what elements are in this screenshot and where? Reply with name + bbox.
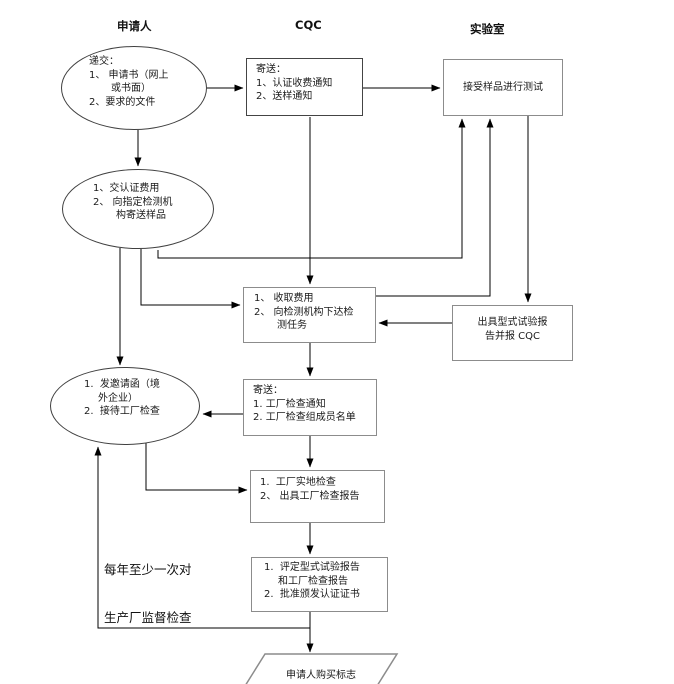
text-line: 寄送： [253,385,283,396]
text-line: 1、认证收费通知 [256,77,333,89]
buy-mark-parallelogram [245,653,399,684]
text-line: 2、送样通知 [256,91,313,102]
text-line: 1、 收取费用 [254,293,314,304]
node-factory-inspection: 1. 工厂实地检查 2、 出具工厂检查报告 [250,470,385,523]
text-line: 寄送： [256,64,286,75]
node-type-test-report: 出具型式试验报 告并报 CQC [452,305,573,361]
text-line: 递交： [89,56,119,67]
node-pay-fee: 1、交认证费用 2、 向指定检测机 构寄送样品 [62,169,214,249]
text-line: 或书面） [111,83,151,94]
surveillance-annotation: 每年至少一次对 生产厂监督检查 [104,530,192,642]
text-line: 生产厂监督检查 [104,610,192,625]
connector-payfee-to-lab [157,118,466,259]
text-line: 每年至少一次对 [104,562,192,577]
header-lab: 实验室 [470,22,505,36]
node-evaluate-grant: 1. 评定型式试验报告 和工厂检查报告 2. 批准颁发认证证书 [251,557,388,612]
text-line: 测任务 [277,320,307,331]
node-invite-inspection: 1. 发邀请函（境 外企业） 2. 接待工厂检查 [50,367,200,445]
connector-payfee-to-collectfee [140,249,241,309]
node-cqc-send-notice: 寄送： 1、认证收费通知 2、送样通知 [246,58,363,116]
text-line: 1、 申请书（网上 [89,69,169,81]
text-line: 告并报 CQC [484,330,540,342]
header-cqc: CQC [295,18,322,32]
connector-collectfee-to-lab [376,118,494,297]
text-line: 和工厂检查报告 [278,575,348,587]
text-line: 出具型式试验报 [477,317,548,328]
connector-invite-to-inspection [145,443,248,494]
node-submit-documents: 递交： 1、 申请书（网上 或书面） 2、要求的文件 [61,46,207,130]
text-line: 2. 批准颁发认证证书 [264,589,360,600]
text-line: 构寄送样品 [116,210,166,221]
text-line: 2、要求的文件 [89,96,156,108]
text-line: 外企业） [98,392,138,404]
text-line: 1. 发邀请函（境 [84,379,160,390]
header-applicant: 申请人 [117,19,152,33]
text-line: 1. 评定型式试验报告 [264,562,360,573]
text-line: 2、 向指定检测机 [93,196,173,208]
text-line: 接受样品进行测试 [463,81,543,93]
node-send-inspection-notice: 寄送： 1. 工厂检查通知 2. 工厂检查组成员名单 [243,379,377,436]
text-line: 2、 出具工厂检查报告 [260,490,360,502]
node-buy-mark-label: 申请人购买标志 [286,670,356,681]
text-line: 1. 工厂检查通知 [253,398,326,410]
text-line: 2. 工厂检查组成员名单 [253,412,356,423]
text-line: 2、 向检测机构下达检 [254,306,354,318]
text-line: 1. 工厂实地检查 [260,477,336,488]
connector-surveillance-loop [94,446,310,629]
text-line: 1、交认证费用 [93,183,160,194]
text-line: 2. 接待工厂检查 [84,406,160,417]
node-lab-test: 接受样品进行测试 [443,59,563,116]
node-collect-fee: 1、 收取费用 2、 向检测机构下达检 测任务 [243,287,376,343]
